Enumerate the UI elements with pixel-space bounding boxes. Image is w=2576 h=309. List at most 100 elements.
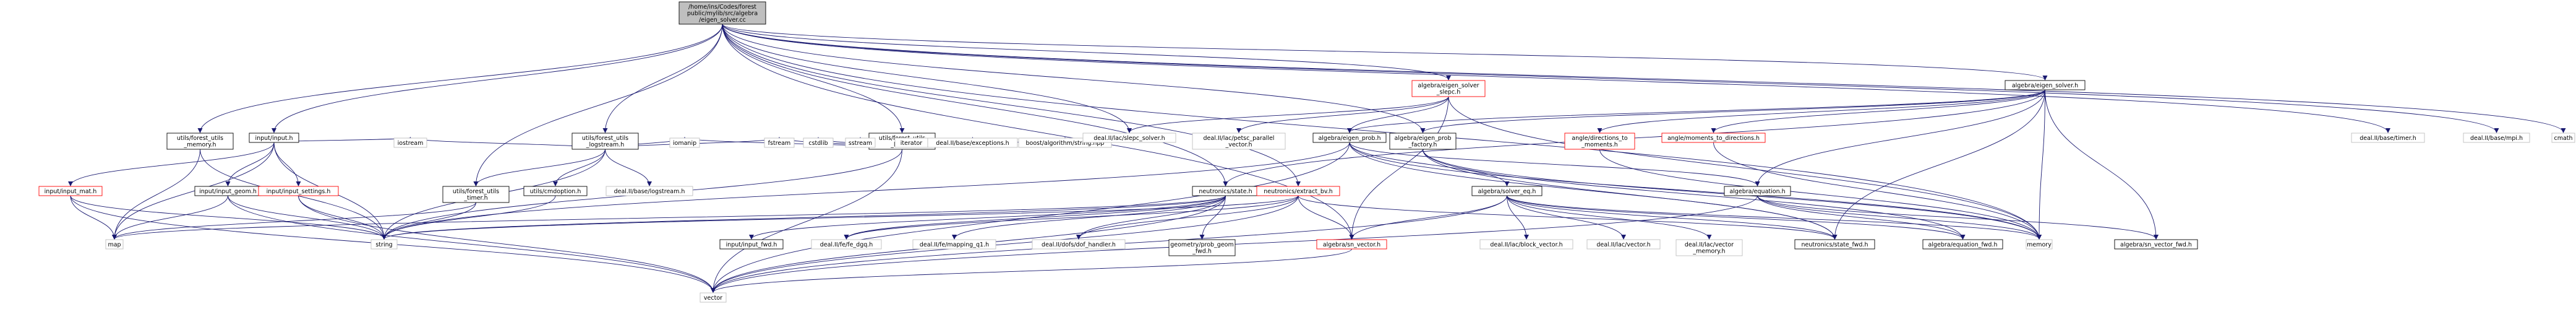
node-box [1082,133,1176,143]
node-label: deal.II/base/logstream.h [614,188,685,195]
node-utils-timer[interactable]: utils/forest_utils_timer.h [442,186,510,203]
node-fstream: fstream [764,137,795,148]
node-label: input/input_settings.h [267,188,331,195]
node-label: deal.II/lac/slepc_solver.h [1093,135,1165,142]
node-box [700,292,727,303]
node-eigen-solver-h[interactable]: algebra/eigen_solver.h [2005,80,2086,90]
node-dof-handler: deal.II/dofs/dof_handler.h [1032,239,1126,250]
node-box [811,239,882,250]
node-label: angle/moments_to_directions.h [1667,135,1760,142]
node-input-h[interactable]: input/input.h [249,133,299,143]
node-utils-memory[interactable]: utils/forest_utils_memory.h [166,133,234,150]
node-box [571,133,639,150]
node-eigen-prob[interactable]: algebra/eigen_prob.h [1312,133,1387,143]
node-label: algebra/eigen_solver.h [2012,82,2078,89]
node-label: neutronics/state.h [1199,188,1252,195]
edge-root-to-sn_vector [722,24,1354,240]
node-label: deal.II/lac/vector [1685,242,1734,248]
node-box [1794,239,1875,250]
node-input-fwd[interactable]: input/input_fwd.h [719,239,784,250]
node-box [912,239,996,250]
edge-state_h-to-dof_handler [1076,195,1226,240]
node-moments-to-dir[interactable]: angle/moments_to_directions.h [1661,133,1766,143]
node-box [927,137,1018,148]
edge-root-to-timer [722,24,2390,133]
node-box [1032,239,1126,250]
edge-eigen_prob_factory-to-equation_fwd [1423,149,1966,240]
node-label: _moments.h [1581,142,1618,149]
edge-input_mat-to-map [70,195,117,240]
node-input-mat[interactable]: input/input_mat.h [38,186,103,196]
node-slepc[interactable]: algebra/eigen_solver_slepc.h [1411,80,1486,97]
node-equation-fwd[interactable]: algebra/equation_fwd.h [1922,239,2003,250]
node-iomanip: iomanip [669,137,700,148]
edge-root-to-eigen_solver_h [722,24,2048,81]
edge-equation_h-to-sn_vector_fwd [1757,195,2159,240]
node-input-geom[interactable]: input/input_geom.h [194,186,262,196]
edge-slepc-to-sn_vector [1349,96,1449,240]
edge-eigen_solver_h-to-state_h [1223,89,2045,186]
node-memory: memory [2026,239,2053,250]
node-label: _fwd.h [1192,248,1212,255]
node-label: _factory.h [1408,142,1437,149]
node-box [166,133,234,150]
node-cmath: cmath [2551,133,2575,143]
edge-utils_timer-to-map [112,202,476,240]
node-box [605,186,693,196]
edge-eigen_solver_h-to-eigen_prob_factory [1420,89,2045,133]
edge-layer [68,24,2566,293]
node-sn-vector-fwd[interactable]: algebra/sn_vector_fwd.h [2114,239,2198,250]
node-box [1564,133,1635,150]
node-map: map [105,239,124,250]
edge-slepc-to-petsc_vector [1236,96,1449,133]
edge-root-to-extract_bv [722,24,1301,186]
edge-eigen_prob_factory-to-state_fwd [1423,149,1838,240]
edge-utils_memory-to-map [112,149,200,240]
edge-utils_timer-to-string [382,202,476,240]
node-prob-geom[interactable]: geometry/prob_geom_fwd.h [1168,239,1236,256]
node-equation-h[interactable]: algebra/equation.h [1724,186,1791,196]
node-label: algebra/equation_fwd.h [1928,242,1998,248]
edge-eigen_prob-to-equation_h [1349,142,1760,186]
node-logstream[interactable]: utils/forest_utils_logstream.h [571,133,639,150]
node-label: deal.II/fe/mapping_q1.h [920,242,989,248]
node-label: algebra/sn_vector.h [1323,242,1380,248]
node-box [1192,133,1286,150]
edge-state_h-to-mapping_q1 [952,195,1226,240]
edge-eigen_prob-to-string [382,142,1350,240]
node-mpi: deal.II/base/mpi.h [2463,133,2530,143]
edge-root-to-slepc [722,24,1451,81]
node-state-fwd[interactable]: neutronics/state_fwd.h [1794,239,1875,250]
node-label: utils/forest_utils [453,188,499,195]
node-extract-bv[interactable]: neutronics/extract_bv.h [1256,186,1340,196]
edge-extract_bv-to-vector [711,195,1299,293]
node-box [393,137,427,148]
edge-root-to-logstream [602,24,723,133]
edge-root-to-utils_memory [197,24,723,133]
node-box [2114,239,2198,250]
edge-input_mat-to-string [70,195,387,240]
edge-extract_bv-to-dof_handler [1076,195,1299,240]
node-solver-eq[interactable]: algebra/solver_eq.h [1471,186,1543,196]
edge-extract_bv-to-string [382,195,1299,240]
node-sn-vector[interactable]: algebra/sn_vector.h [1316,239,1387,250]
edge-extract_bv-to-fe_dgq [844,195,1299,240]
node-cmdoption[interactable]: utils/cmdoption.h [523,186,588,196]
node-label: _logstream.h [586,142,625,149]
edge-state_h-to-map [112,195,1226,240]
node-label: deal.II/base/exceptions.h [936,140,1009,147]
edge-logstream-to-utils_timer [473,149,605,186]
edge-state_h-to-prob_geom [1199,195,1226,240]
node-dir-to-moments[interactable]: angle/directions_to_moments.h [1564,133,1635,150]
node-box [2463,133,2530,143]
node-box [764,137,795,148]
node-input-settings[interactable]: input/input_settings.h [258,186,339,196]
node-label: algebra/sn_vector_fwd.h [2120,242,2192,248]
node-state-h[interactable]: neutronics/state.h [1192,186,1259,196]
node-label: boost/algorithm/string.hpp [1026,140,1105,147]
node-label: neutronics/extract_bv.h [1264,188,1333,195]
edge-slepc-to-slepc_solver [1127,96,1449,133]
edge-solver_eq-to-lac_vector [1507,195,1626,240]
node-box [249,133,299,143]
node-eigen-prob-factory[interactable]: algebra/eigen_prob_factory.h [1389,133,1457,150]
